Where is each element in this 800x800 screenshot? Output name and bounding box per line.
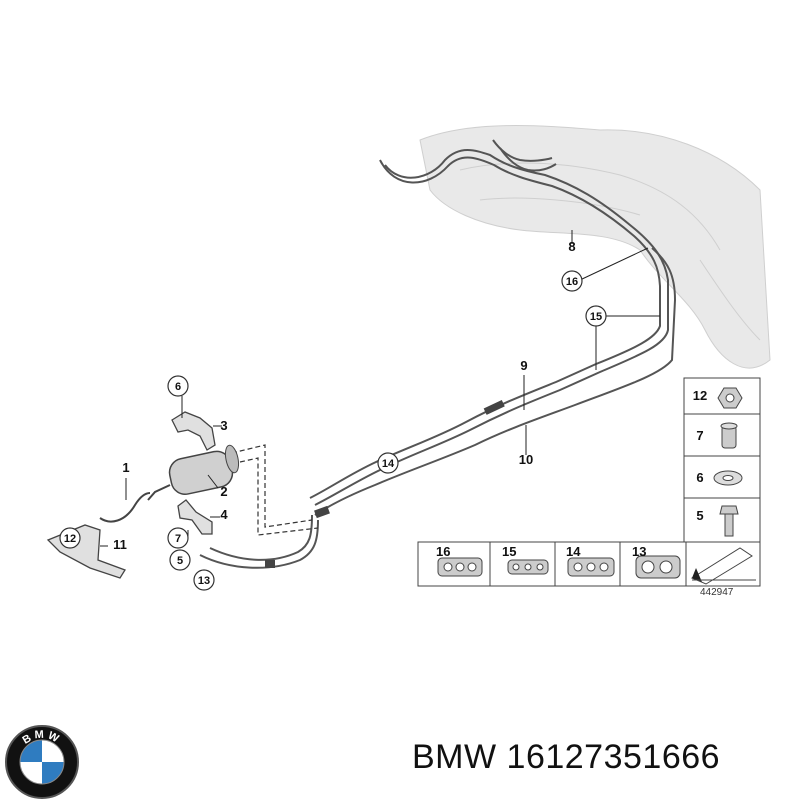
legend-bottom-number-13: 13	[632, 544, 646, 559]
callout-label-16: 16	[566, 276, 578, 288]
pipe-clip-15-icon	[507, 559, 549, 575]
callout-circle-6	[167, 375, 189, 397]
logo-letters: BMW	[20, 729, 60, 747]
legend-bottom-number-16: 16	[436, 544, 450, 559]
engine-ghost	[419, 125, 771, 369]
fuel-pipes	[199, 139, 677, 569]
callout-label-1: 1	[122, 460, 129, 475]
callout-circle-12	[59, 527, 81, 549]
pipe-clip-16-icon	[437, 557, 483, 577]
callout-label-6: 6	[175, 381, 181, 393]
callout-label-15: 15	[590, 311, 602, 323]
arrow-icon	[690, 547, 756, 585]
callout-label-10: 10	[519, 452, 533, 467]
callout-label-8: 8	[568, 239, 575, 254]
callout-circle-15	[585, 305, 607, 327]
callout-label-13: 13	[198, 575, 210, 587]
legend-right-number-12: 12	[693, 388, 707, 403]
legend-right-number-5: 5	[696, 508, 703, 523]
logo-quadrant-tl	[20, 740, 42, 762]
legend-bottom-number-14: 14	[566, 544, 581, 559]
callout-label-12: 12	[64, 533, 76, 545]
callout-label-14: 14	[382, 458, 395, 470]
legend-right-number-6: 6	[696, 470, 703, 485]
callout-label-11: 11	[113, 537, 127, 552]
callout-label-5: 5	[177, 555, 183, 567]
callout-circle-13	[193, 569, 215, 591]
callout-circle-7	[167, 527, 189, 549]
legend-bottom-number-15: 15	[502, 544, 516, 559]
pipe-clip-13-icon	[635, 555, 681, 579]
washer-icon	[713, 470, 743, 486]
legend-bottom: 16 15 14 13	[417, 541, 761, 587]
reference-number: 442947	[700, 587, 734, 598]
bolt-icon	[719, 505, 739, 537]
pipe-clip-14-icon	[567, 557, 615, 577]
callout-circle-5	[169, 549, 191, 571]
callout-label-9: 9	[520, 358, 527, 373]
callout-circle-16	[561, 270, 583, 292]
caption-brand: BMW	[412, 738, 497, 776]
callout-label-2: 2	[220, 484, 227, 499]
callout-label-4: 4	[220, 507, 228, 522]
callout-label-7: 7	[175, 533, 181, 545]
hose-part	[99, 492, 151, 523]
fuel-filter	[147, 444, 240, 501]
leader-lines	[100, 230, 660, 547]
filter-dashed-leader	[231, 444, 319, 536]
callout-label-3: 3	[220, 418, 227, 433]
caption-part-number: 16127351666	[506, 738, 721, 776]
bracket-upper	[171, 411, 216, 451]
logo-quadrant-br	[42, 762, 64, 784]
bmw-logo: BMW	[5, 725, 79, 799]
caption: BMW 16127351666	[412, 738, 720, 777]
pipe-clips	[265, 400, 505, 568]
callout-circle-14	[377, 452, 399, 474]
legend-right: 12 7 6 5	[683, 377, 761, 545]
bracket-lower	[177, 499, 213, 535]
svg-text:BMW: BMW	[20, 729, 63, 747]
nut-icon	[717, 387, 743, 409]
sleeve-nut-icon	[720, 422, 738, 449]
legend-right-number-7: 7	[696, 428, 703, 443]
